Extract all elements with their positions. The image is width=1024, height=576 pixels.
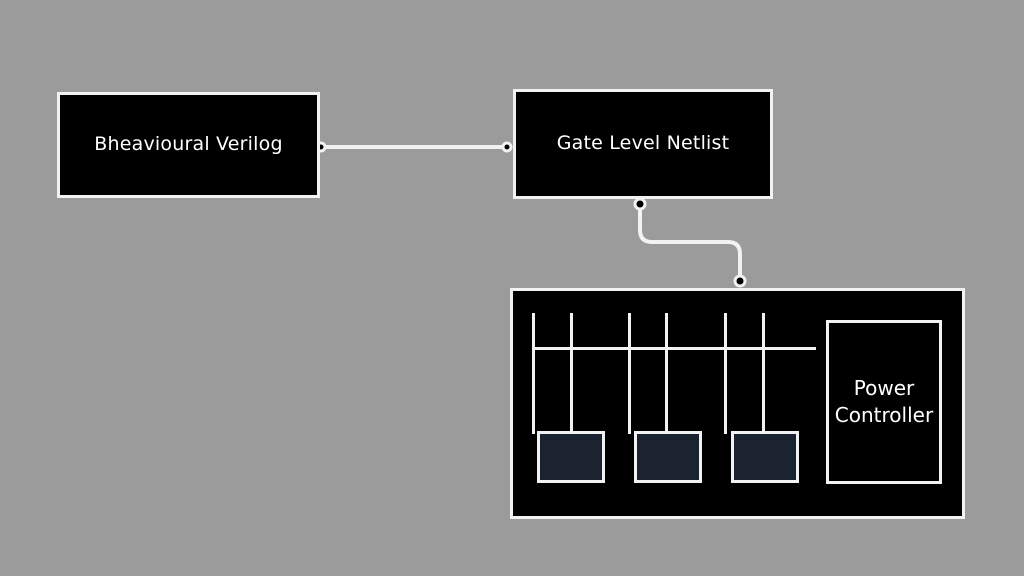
power-domain-block-2[interactable] [634, 431, 702, 483]
power-rail-vertical-6 [762, 313, 765, 434]
node-behavioural-verilog[interactable]: Bheavioural Verilog [57, 92, 320, 198]
power-rail-vertical-1 [532, 313, 535, 434]
node-power-controller[interactable]: Power Controller [826, 320, 942, 484]
edge-endpoint-power-domain-in[interactable] [733, 274, 747, 288]
edge-netlist-to-power-domain[interactable] [638, 207, 742, 278]
power-rail-vertical-2 [570, 313, 573, 434]
power-rail-horizontal-1 [532, 347, 816, 350]
power-rail-vertical-4 [665, 313, 668, 434]
node-gate-level-netlist[interactable]: Gate Level Netlist [513, 89, 773, 199]
power-rail-vertical-5 [724, 313, 727, 434]
edge-endpoint-netlist-out[interactable] [633, 197, 647, 211]
power-rail-vertical-3 [628, 313, 631, 434]
power-domain-block-1[interactable] [537, 431, 605, 483]
edge-endpoint-netlist-in[interactable] [501, 141, 513, 153]
power-domain-block-3[interactable] [731, 431, 799, 483]
